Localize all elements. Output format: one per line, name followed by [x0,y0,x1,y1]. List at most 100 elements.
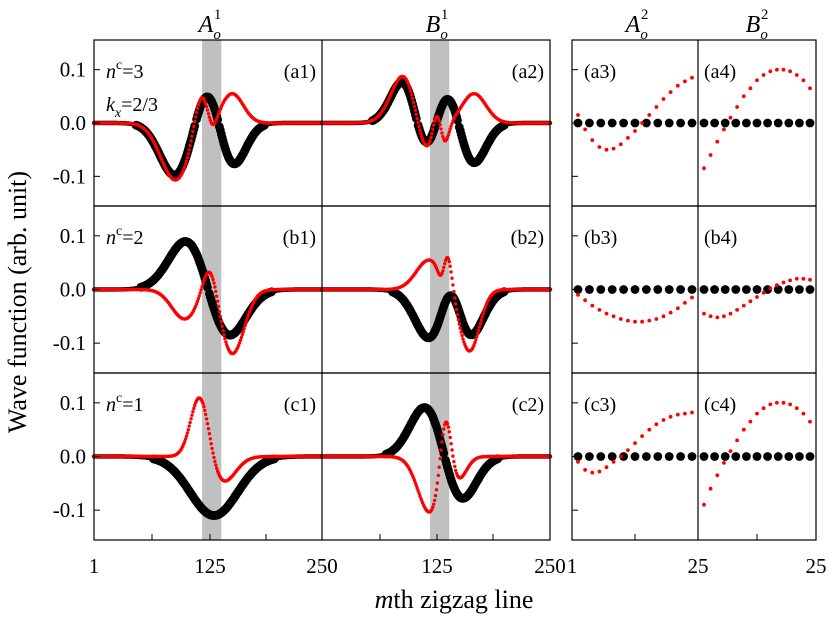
data-point-red [722,461,726,465]
data-point-red [479,318,483,322]
data-point-red [454,468,458,473]
data-point-red [781,67,786,72]
y-tick-label: 0.0 [60,278,86,302]
data-point-black [710,285,719,294]
data-point-red [415,486,419,490]
data-point-red [690,295,694,300]
data-point-red [191,129,195,133]
data-point-red [223,336,227,341]
data-point-black [731,285,741,294]
data-point-red [590,470,595,475]
data-point-red [436,116,440,120]
data-point-red [788,402,792,407]
data-point-black [607,285,617,294]
row-label-nc1: nc=1 [106,391,144,416]
data-point-red [196,103,201,107]
data-point-red [690,75,694,80]
data-point-red [188,420,192,425]
data-point-red [438,123,442,127]
data-point-red [224,340,228,344]
y-tick-label: 0.1 [60,391,86,415]
data-point-red [215,294,219,298]
data-point-red [597,308,602,312]
data-point-black [699,452,709,461]
data-point-red [443,262,447,266]
data-point-red [748,86,753,91]
x-tick-label: 25 [806,554,827,578]
data-point-red [197,294,201,298]
data-point-black [720,452,730,461]
data-point-red [661,97,666,101]
data-point-red [417,124,421,129]
data-point-red [647,427,652,432]
panel-label: (a4) [704,61,736,83]
data-point-red [220,324,224,328]
y-tick-label: -0.1 [53,164,86,188]
data-point-red [460,333,464,338]
data-point-red [407,84,411,88]
data-point-black [642,285,651,294]
column-title-b2: Bo2 [746,7,769,43]
column-title-b1: Bo1 [426,7,449,43]
data-point-red [456,317,461,322]
data-point-red [477,325,482,329]
data-point-red [781,280,786,285]
data-point-red [202,279,206,283]
data-point-red [748,299,753,304]
row-labels: nc=3 kx=2/3 nc=2 nc=1 [106,58,158,416]
data-point-black [699,118,709,128]
data-point-red [199,288,203,292]
data-point-red [241,329,245,334]
x-tick-label: 125 [421,554,453,578]
data-point-red [411,100,416,105]
column-title-a1: Ao1 [197,7,222,43]
data-point-red [801,78,806,83]
data-point-red [702,502,706,507]
data-point-black [763,118,772,128]
data-point-red [451,454,455,458]
data-point-red [184,434,189,438]
data-point-red [185,431,190,435]
data-point-red [450,276,454,280]
data-point-red [708,486,713,491]
data-point-red [480,315,484,319]
data-point-red [715,139,720,144]
data-point-red [447,430,451,434]
data-point-red [768,69,773,74]
data-point-red [214,289,218,294]
data-point-red [654,105,659,109]
data-point-red [675,83,680,88]
data-point-red [414,112,418,117]
data-point-red [597,145,602,149]
data-point-red [794,73,799,77]
data-point-red [462,340,466,344]
data-point-red [207,432,212,436]
data-point-red [590,303,595,308]
data-point-red [755,295,759,299]
data-point-red [741,427,746,432]
data-point-red [430,131,434,136]
data-point-red [452,459,456,464]
data-point-red [420,135,424,139]
data-point-red [193,115,198,119]
panel-label: (b4) [704,227,737,249]
data-point-red [748,419,753,424]
data-point-red [708,153,713,157]
data-point-black [763,452,772,461]
data-point-red [761,406,766,411]
highlight-band [202,206,222,373]
data-point-red [808,86,812,91]
data-point-red [447,260,451,264]
data-point-red [215,299,220,303]
data-point-black [664,452,674,461]
data-point-red [794,406,799,411]
data-point-red [245,318,249,322]
data-point-red [219,319,223,324]
data-point-red [583,468,587,472]
data-point-red [654,422,659,427]
data-point-red [715,315,720,320]
data-point-red [222,333,226,337]
data-point-red [452,289,456,294]
x-tick-label: 125 [194,554,226,578]
